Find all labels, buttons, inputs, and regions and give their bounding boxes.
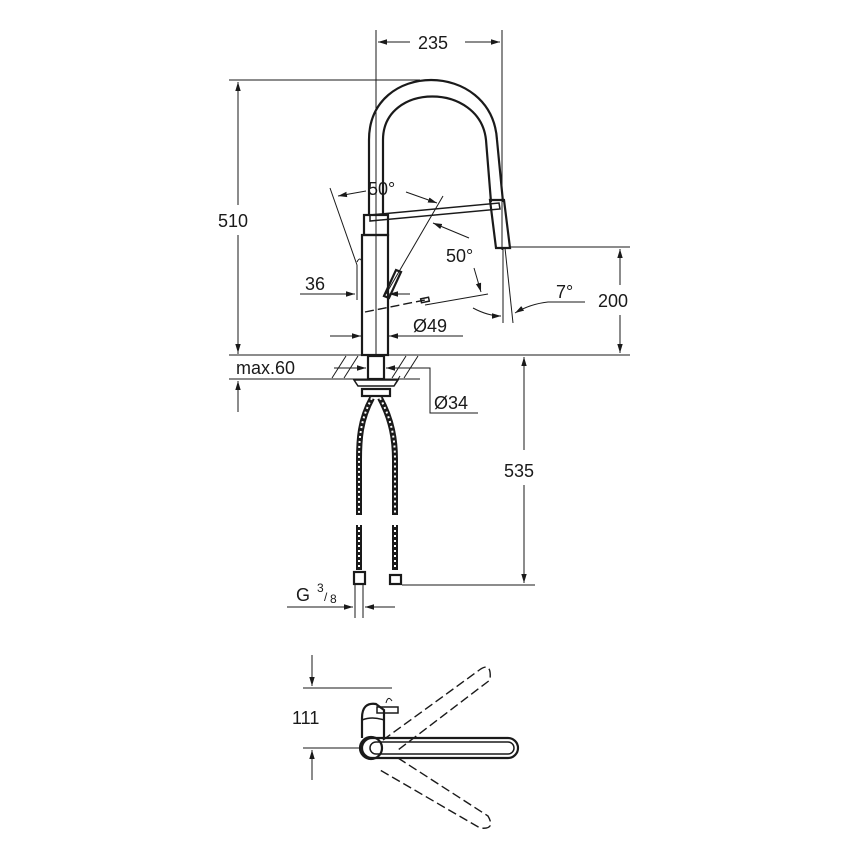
dimension-label-111: 111 [292, 708, 319, 728]
dimension-label-510: 510 [218, 211, 248, 231]
dimension-lever-angle: 50° [329, 179, 444, 295]
dimension-label-36: 36 [305, 274, 325, 294]
dimension-spray-angle: 50° [424, 222, 489, 306]
supply-hoses [352, 396, 403, 618]
faucet-lever [364, 268, 431, 313]
dimension-label-d49: Ø49 [413, 316, 447, 336]
dimension-thread: G 3 / 8 [287, 581, 395, 610]
dimension-label-d34: Ø34 [434, 393, 468, 413]
dimension-body-diameter: Ø49 [330, 316, 463, 339]
dimension-spout-reach: 235 [375, 30, 503, 250]
fraction-slash: / [324, 590, 328, 604]
countertop: max.60 [229, 340, 630, 412]
dimension-lever-offset: 111 [292, 655, 392, 780]
dimension-total-height: 510 [218, 79, 420, 354]
top-view-lever [360, 697, 399, 738]
dimension-label-200: 200 [598, 291, 628, 311]
dimension-label-max60: max.60 [236, 358, 295, 378]
dimension-label-7deg: 7° [556, 282, 573, 302]
faucet-spout [367, 79, 512, 250]
top-view: 111 [292, 655, 520, 829]
dimension-label-spray-angle: 50° [446, 246, 473, 266]
dimension-label-thread-g: G [296, 585, 310, 605]
dimension-label-535: 535 [504, 461, 534, 481]
spray-holder-bar [369, 202, 501, 222]
dimension-label-thread-num: 3 [317, 581, 324, 595]
dimension-hole-diameter: Ø34 [400, 367, 478, 414]
dimension-label-lever-angle: 50° [368, 179, 395, 199]
spout-swing-positions [379, 666, 492, 829]
dimension-outlet-tilt: 7° [472, 247, 585, 324]
side-view: 235 510 [218, 30, 630, 618]
dimension-lever-clearance: 36 [300, 258, 410, 300]
dimension-hose-length: 535 [402, 357, 535, 586]
top-view-spout [358, 735, 520, 761]
dimension-label-235: 235 [418, 33, 448, 53]
dimension-label-thread-den: 8 [330, 592, 337, 606]
dimension-outlet-height: 200 [510, 246, 630, 353]
